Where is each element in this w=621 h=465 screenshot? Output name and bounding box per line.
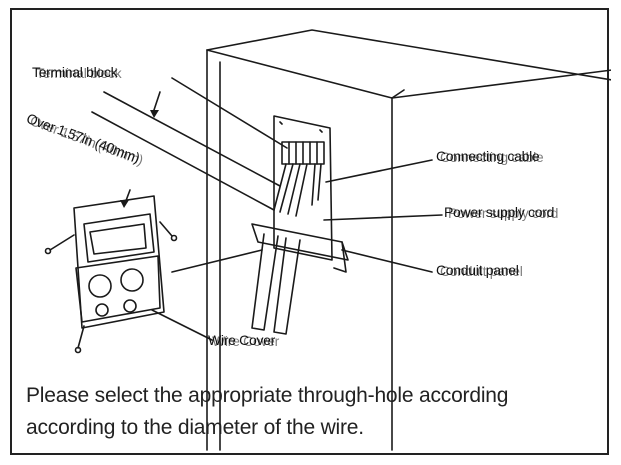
leader-terminal-block xyxy=(171,77,288,149)
leader-conduit-left xyxy=(171,249,263,273)
label-wire-cover: Wire Cover Wire Cover xyxy=(208,332,280,349)
wires xyxy=(273,163,322,217)
conduit-panel xyxy=(251,223,349,261)
unit-top-back xyxy=(391,89,405,99)
caption-line-1: Please select the appropriate through-ho… xyxy=(26,384,509,407)
conduit-left xyxy=(251,233,279,331)
conduit-right xyxy=(273,237,301,335)
figure-frame: Terminal block Terminal block Over 1.57i… xyxy=(10,8,611,455)
leader-wire-cover xyxy=(151,309,213,341)
terminal-plate xyxy=(273,115,333,261)
leader-power-cord xyxy=(323,214,443,221)
leader-dimension-arrow xyxy=(153,91,161,111)
leader-connecting-cable xyxy=(325,159,433,183)
wiring-diagram xyxy=(44,29,611,451)
label-power-supply-cord: Power supply cord Power supply cord xyxy=(444,204,559,221)
label-terminal-block: Terminal block Terminal block xyxy=(32,64,122,81)
leader-dimension xyxy=(91,91,281,211)
leader-conduit-panel xyxy=(341,249,433,273)
label-conduit-panel: Conduit panel Conduit panel xyxy=(436,262,523,279)
label-connecting-cable: Connecting cable Connecting cable xyxy=(436,148,544,165)
unit-top-face xyxy=(206,29,611,99)
caption-line-2: according to the diameter of the wire. xyxy=(26,416,364,439)
